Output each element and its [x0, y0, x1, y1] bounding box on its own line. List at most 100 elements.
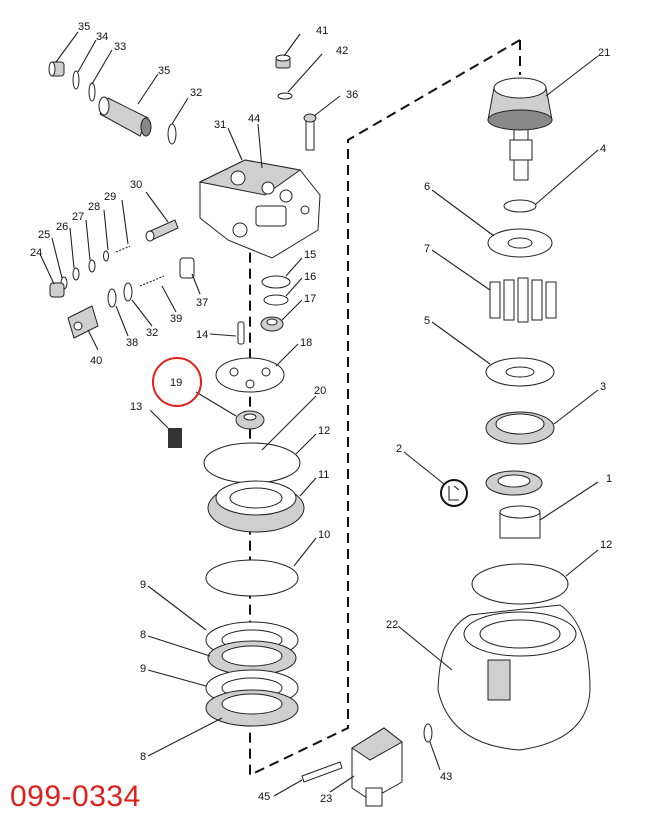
callout: 29 [104, 191, 116, 203]
callout: 20 [314, 385, 326, 397]
part-number-label: 099-0334 [10, 780, 141, 813]
o-ring-27 [88, 259, 96, 273]
o-ring-26 [72, 267, 80, 281]
callout: 24 [30, 247, 42, 259]
highlight-circle [152, 357, 202, 407]
cap-41 [275, 54, 291, 69]
friction-plate-8-bottom [205, 689, 299, 727]
cylinder-block-11 [207, 480, 305, 533]
o-ring-10 [205, 559, 299, 597]
plug-30 [145, 219, 179, 242]
callout: 9 [140, 579, 146, 591]
pistons-7 [489, 277, 557, 323]
friction-plate-8-top [207, 640, 297, 676]
bolt-45 [301, 761, 343, 783]
callout: 35 [78, 21, 90, 33]
callout: 15 [304, 249, 316, 261]
callout: 3 [600, 381, 606, 393]
shaft-21 [487, 77, 553, 181]
housing-22 [437, 604, 591, 751]
callout: 12 [600, 539, 612, 551]
callout-highlighted: 19 [170, 377, 182, 389]
callout: 10 [318, 529, 330, 541]
callout: 12 [318, 425, 330, 437]
o-ring-32-lower [123, 282, 133, 302]
callout: 22 [386, 619, 398, 631]
pin-37 [179, 257, 195, 279]
swash-plate-5 [485, 357, 555, 387]
leader-lines [39, 31, 599, 797]
callout: 39 [170, 313, 182, 325]
spring-13 [168, 428, 182, 448]
callout: 44 [248, 113, 260, 125]
callout: 43 [440, 771, 452, 783]
retainer-plate-6 [487, 228, 553, 258]
callout: 40 [90, 355, 102, 367]
callout: 33 [114, 41, 126, 53]
callout-2-marker [440, 479, 468, 507]
callout: 11 [318, 469, 329, 481]
callout: 1 [606, 473, 612, 485]
callout: 34 [96, 31, 108, 43]
callout: 45 [258, 791, 270, 803]
callout: 17 [304, 293, 316, 305]
callout: 23 [320, 793, 332, 805]
bearing-2 [485, 470, 543, 496]
callout: 31 [214, 119, 226, 131]
callout: 35 [158, 65, 170, 77]
callout: 42 [336, 45, 348, 57]
valve-block-23 [351, 727, 403, 807]
plug-35 [48, 61, 65, 77]
bearing-3 [485, 411, 555, 445]
callout: 6 [424, 181, 430, 193]
callout: 32 [146, 327, 158, 339]
plug-24 [49, 282, 65, 298]
callout: 36 [346, 89, 358, 101]
spring-29 [115, 245, 131, 253]
callout: 27 [72, 211, 84, 223]
callout: 8 [140, 629, 146, 641]
callout: 8 [140, 751, 146, 763]
callout: 38 [126, 337, 138, 349]
plug-40 [67, 305, 99, 339]
callout: 14 [196, 329, 208, 341]
callout: 7 [424, 243, 430, 255]
callout: 28 [88, 201, 100, 213]
callout: 30 [130, 179, 142, 191]
o-ring-12-right [471, 563, 569, 605]
callout: 21 [598, 47, 610, 59]
ring-16 [263, 294, 289, 306]
callout: 37 [196, 297, 208, 309]
spool-35 [98, 96, 152, 137]
callout: 41 [316, 25, 328, 37]
o-ring-32-top [167, 123, 177, 145]
callout: 32 [190, 87, 202, 99]
spring-39 [139, 275, 165, 287]
o-ring-43 [423, 723, 433, 743]
o-ring-12-left [203, 442, 301, 484]
callout: 25 [38, 229, 50, 241]
bearing-17 [260, 316, 284, 332]
o-ring-38 [107, 288, 117, 308]
o-ring-42 [277, 92, 293, 100]
bolt-36 [303, 113, 317, 151]
ball-28 [103, 250, 109, 262]
pin-14 [237, 321, 245, 345]
callout: 4 [600, 143, 606, 155]
housing-31 [198, 159, 321, 259]
callout: 9 [140, 663, 146, 675]
callout: 18 [300, 337, 312, 349]
o-ring-33 [88, 82, 96, 102]
callout-labels: 35 34 33 35 32 31 44 41 42 36 30 29 28 2… [30, 21, 612, 805]
o-ring-34 [72, 70, 80, 90]
collar-1 [499, 505, 541, 539]
callout: 13 [130, 401, 142, 413]
callout: 5 [424, 315, 430, 327]
ring-15 [261, 275, 291, 289]
bearing-19 [235, 410, 265, 430]
callout: 2 [396, 443, 402, 455]
ring-4 [503, 199, 537, 213]
valve-plate-18 [215, 357, 285, 393]
callout: 16 [304, 271, 316, 283]
